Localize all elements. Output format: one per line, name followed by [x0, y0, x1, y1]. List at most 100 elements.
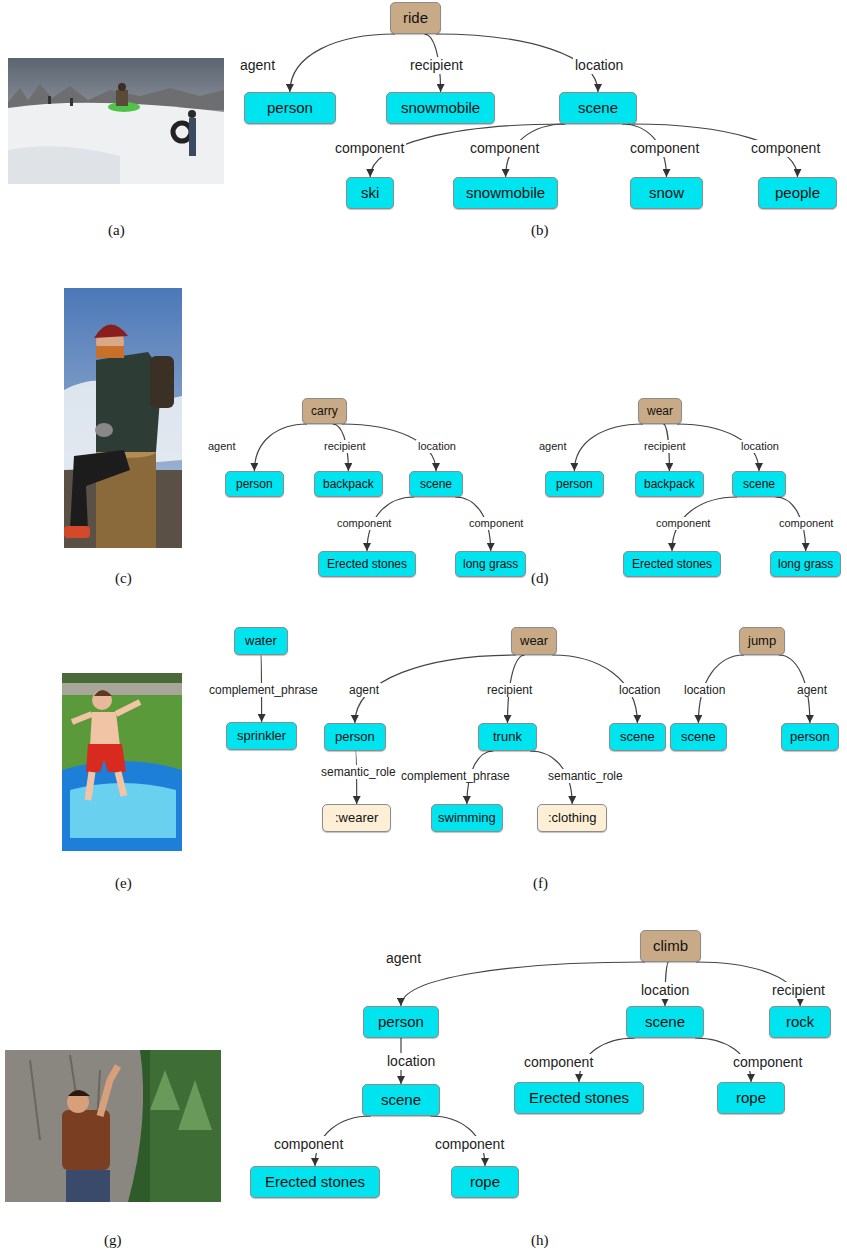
concept-node: sprinkler	[226, 722, 297, 750]
edge-label: agent	[537, 440, 569, 453]
panel-caption: (g)	[104, 1232, 122, 1249]
edge-label: component	[522, 1054, 595, 1071]
panel-caption: (a)	[108, 222, 125, 239]
pool-photo	[62, 673, 182, 851]
concept-node: Erected stones	[250, 1166, 380, 1198]
climber-photo	[5, 1050, 221, 1202]
node-text: backpack	[323, 477, 374, 491]
edge-label: recipient	[408, 57, 465, 74]
node-text: rope	[736, 1089, 766, 1106]
node-text: snowmobile	[466, 184, 545, 201]
concept-node: long grass	[455, 551, 526, 577]
concept-node: ski	[346, 177, 394, 209]
concept-node: scene	[409, 471, 463, 497]
concept-node: rope	[451, 1166, 519, 1198]
action-node: carry	[302, 398, 347, 424]
concept-node: person	[545, 471, 604, 497]
concept-node: person	[363, 1006, 439, 1038]
concept-node: Erected stones	[318, 551, 416, 577]
node-text: :clothing	[548, 810, 596, 825]
edge-label: component	[654, 517, 712, 530]
edge-label: component	[333, 140, 406, 157]
node-text: Erected stones	[529, 1089, 629, 1106]
concept-node: backpack	[635, 471, 704, 497]
edge-label: component	[749, 140, 822, 157]
panel-caption: (f)	[533, 875, 548, 892]
node-text: swimming	[438, 810, 496, 825]
concept-node: person	[324, 723, 386, 751]
node-text: Erected stones	[265, 1173, 365, 1190]
node-text: jump	[748, 633, 776, 648]
edge-label: component	[467, 517, 525, 530]
node-text: rope	[470, 1173, 500, 1190]
concept-node: scene	[626, 1006, 704, 1038]
node-text: wear	[647, 404, 673, 418]
node-text: sprinkler	[237, 728, 286, 743]
edge-label: agent	[384, 950, 423, 967]
edge-label: component	[335, 517, 393, 530]
edge-label: location	[617, 683, 662, 697]
concept-node: trunk	[478, 723, 537, 751]
edge-label: component	[777, 517, 835, 530]
relation-arrow	[290, 34, 395, 92]
node-text: scene	[681, 729, 716, 744]
edge-label: location	[385, 1053, 437, 1070]
relation-arrow	[574, 424, 643, 471]
action-node: wear	[638, 398, 682, 424]
node-text: climb	[653, 937, 688, 954]
edge-label: agent	[206, 440, 238, 453]
node-text: ride	[403, 9, 428, 26]
concept-node: person	[244, 92, 336, 124]
edge-label: component	[433, 1136, 506, 1153]
node-text: water	[245, 633, 277, 648]
node-text: scene	[420, 477, 452, 491]
node-text: long grass	[463, 557, 518, 571]
panel-caption: (b)	[531, 222, 549, 239]
action-node: climb	[640, 930, 701, 962]
concept-node: people	[758, 177, 837, 209]
node-text: rock	[786, 1013, 814, 1030]
concept-node: swimming	[431, 804, 503, 832]
node-text: trunk	[493, 729, 522, 744]
action-node: jump	[739, 627, 785, 655]
edge-label: complement_phrase	[399, 769, 512, 783]
node-text: person	[267, 99, 313, 116]
edge-label: location	[682, 683, 727, 697]
edge-label: recipient	[642, 440, 688, 453]
edge-label: semantic_role	[319, 765, 398, 779]
panel-caption: (d)	[531, 570, 549, 587]
edge-label: location	[573, 57, 625, 74]
relation-arrow	[254, 424, 307, 471]
edge-label: semantic_role	[546, 769, 625, 783]
edge-label: component	[731, 1054, 804, 1071]
relation-arrow	[401, 962, 645, 1006]
panel-caption: (h)	[531, 1232, 549, 1249]
concept-node: scene	[609, 723, 666, 751]
action-node: ride	[390, 2, 441, 34]
node-text: person	[236, 477, 273, 491]
node-text: carry	[311, 404, 338, 418]
role-node: :clothing	[537, 804, 607, 832]
concept-node: scene	[362, 1084, 440, 1116]
node-text: Erected stones	[327, 557, 407, 571]
node-text: person	[335, 729, 375, 744]
hiker-photo	[64, 288, 182, 548]
node-text: scene	[620, 729, 655, 744]
concept-node: person	[781, 723, 839, 751]
node-text: snowmobile	[401, 99, 480, 116]
concept-node: rock	[769, 1006, 831, 1038]
edge-label: recipient	[322, 440, 368, 453]
edge-label: agent	[795, 683, 829, 697]
edge-label: component	[628, 140, 701, 157]
concept-node: backpack	[314, 471, 383, 497]
concept-node: snow	[630, 177, 703, 209]
node-text: wear	[520, 633, 548, 648]
concept-node: scene	[559, 92, 637, 124]
concept-node: person	[225, 471, 284, 497]
node-text: long grass	[778, 557, 833, 571]
node-text: people	[775, 184, 820, 201]
node-text: scene	[381, 1091, 421, 1108]
edge-label: location	[739, 440, 781, 453]
action-node: wear	[511, 627, 557, 655]
edge-label: location	[416, 440, 458, 453]
